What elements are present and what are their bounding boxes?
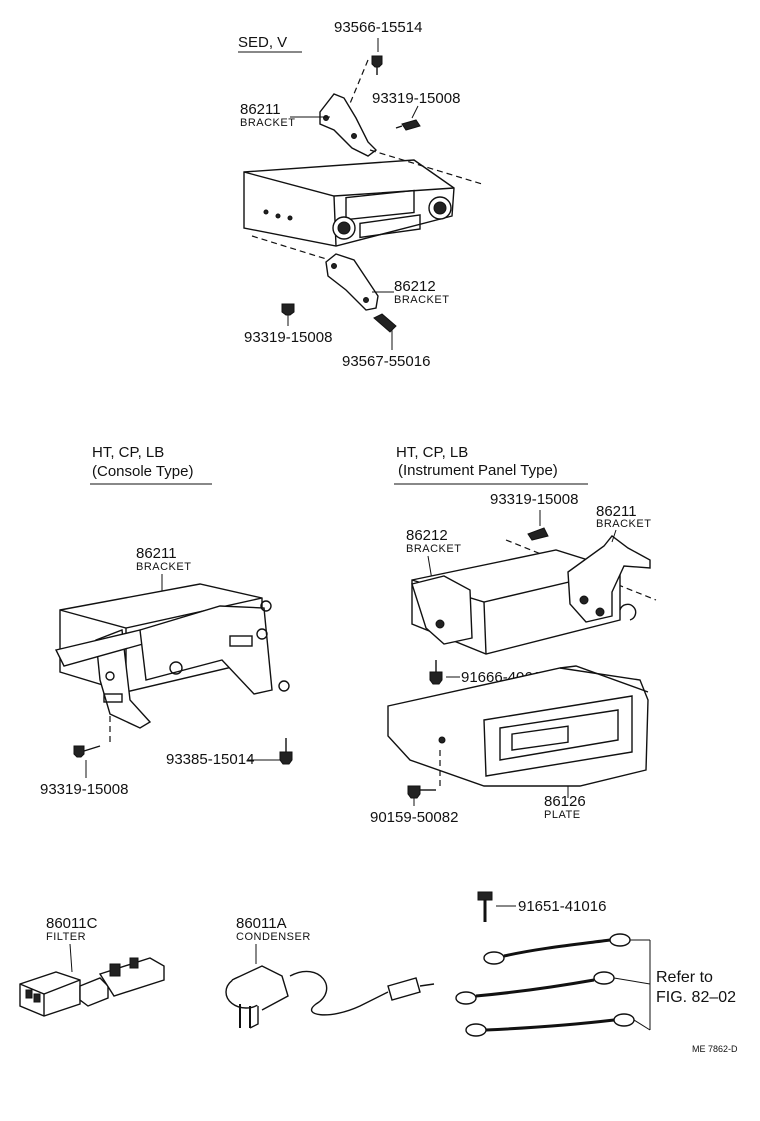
label-86126: 86126 <box>544 793 586 810</box>
caption-86212-panel: BRACKET <box>406 543 461 555</box>
screw-93319-15008-d <box>527 510 549 541</box>
bracket-86211-panel <box>567 529 651 623</box>
assembly-line <box>251 235 337 263</box>
caption-86212-sed: BRACKET <box>394 294 449 306</box>
plate-86126 <box>387 665 649 798</box>
radio-unit-sed <box>243 159 455 247</box>
ground-strap-3 <box>465 1013 635 1037</box>
condenser-86011A <box>225 965 435 1029</box>
bracket-86212-panel <box>411 575 473 645</box>
screw-93319-15008-a <box>395 105 421 131</box>
filter-86011C <box>19 957 165 1017</box>
label-91651-41016: 91651-41016 <box>518 898 606 915</box>
section-title-console-line2: (Console Type) <box>92 463 193 480</box>
section-title-panel-line2: (Instrument Panel Type) <box>398 462 558 479</box>
label-93319-15008-c: 93319-15008 <box>40 781 128 798</box>
label-86211-panel: 86211 <box>596 503 637 520</box>
caption-86211-panel: BRACKET <box>596 518 651 530</box>
label-86211-sed: 86211 <box>240 101 281 118</box>
refer-bracket <box>613 939 651 1031</box>
refer-to-line2: FIG. 82–02 <box>656 989 736 1006</box>
bracket-86211-sed <box>290 93 378 157</box>
section-title-sed: SED, V <box>238 34 287 51</box>
caption-86211-console: BRACKET <box>136 561 191 573</box>
ground-strap-1 <box>483 933 631 965</box>
label-86211-console: 86211 <box>136 545 177 562</box>
label-86011C: 86011C <box>46 915 98 932</box>
caption-86126: PLATE <box>544 809 581 821</box>
caption-86011C: FILTER <box>46 931 86 943</box>
label-93385-15014: 93385-15014 <box>166 751 254 768</box>
section-panel: HT, CP, LB (Instrument Panel Type) 93319… <box>370 444 657 826</box>
label-90159-50082: 90159-50082 <box>370 809 458 826</box>
label-86212-panel: 86212 <box>406 527 448 544</box>
label-93566-15514: 93566-15514 <box>334 19 422 36</box>
refer-to-line1: Refer to <box>656 969 713 986</box>
label-93319-15008-a: 93319-15008 <box>372 90 460 107</box>
section-sed: SED, V 93566-15514 86211 BRACKET 93319-1… <box>238 19 483 370</box>
bracket-86211-console <box>54 600 290 729</box>
ground-strap-2 <box>455 971 615 1005</box>
section-title-console-line1: HT, CP, LB <box>92 444 164 461</box>
screw-93319-15008-c <box>73 745 101 778</box>
screw-93385-15014 <box>248 738 293 765</box>
caption-86011A: CONDENSER <box>236 931 311 943</box>
label-93319-15008-b: 93319-15008 <box>244 329 332 346</box>
label-93567-55016: 93567-55016 <box>342 353 430 370</box>
label-86011A: 86011A <box>236 915 287 932</box>
label-86212-sed: 86212 <box>394 278 436 295</box>
caption-86211-sed: BRACKET <box>240 117 295 129</box>
screw-93319-15008-b <box>281 303 295 326</box>
leader-line <box>69 943 73 973</box>
screw-91651-41016 <box>477 891 516 922</box>
figure-code: ME 7862-D <box>692 1044 738 1054</box>
section-electrical: 86011C FILTER 86011A CONDENSER <box>19 891 738 1054</box>
screw-91666-40616 <box>429 660 460 685</box>
screw-90159-50082 <box>407 785 436 806</box>
section-title-panel-line1: HT, CP, LB <box>396 444 468 461</box>
section-console: HT, CP, LB (Console Type) 86211 BRACKET <box>40 444 293 798</box>
screw-93566-15514 <box>371 38 383 75</box>
bracket-86212-sed <box>325 253 394 311</box>
label-93319-15008-d: 93319-15008 <box>490 491 578 508</box>
screw-93567-55016 <box>373 313 397 350</box>
